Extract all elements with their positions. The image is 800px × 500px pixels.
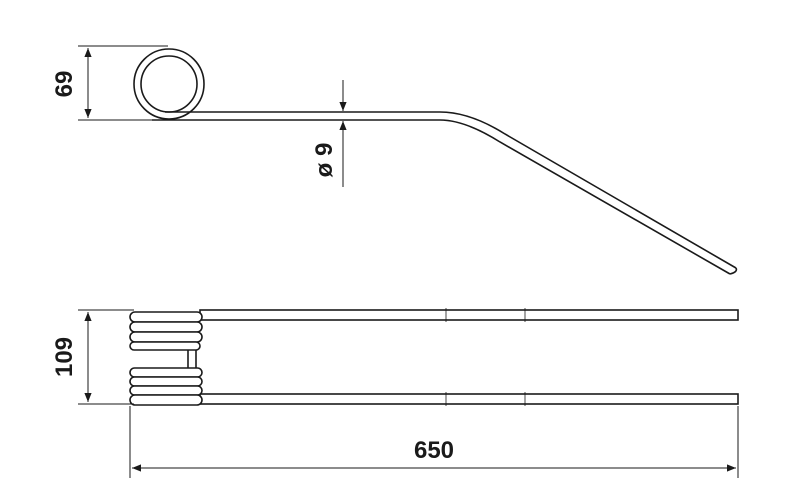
lower-tine — [199, 393, 739, 405]
dimension-spring-width — [78, 309, 134, 405]
tine-break-marks — [445, 308, 526, 406]
tine-wire-bottom-edge — [152, 119, 731, 275]
dimension-coil-height — [78, 45, 168, 121]
spring-width-label: 109 — [51, 337, 78, 377]
lower-coil — [129, 367, 203, 406]
upper-tine — [199, 309, 739, 321]
upper-coil — [129, 311, 203, 351]
coil-outer — [133, 48, 205, 120]
wire-diameter-label: ø 9 — [311, 143, 338, 178]
side-view — [133, 48, 738, 275]
coil-inner — [140, 55, 198, 113]
tine-tip — [729, 267, 738, 275]
tine-wire-top-edge — [165, 111, 737, 269]
coil-height-label: 69 — [51, 71, 78, 98]
top-view — [129, 309, 739, 406]
overall-length-label: 650 — [414, 437, 454, 464]
dimension-overall-length — [129, 406, 739, 478]
